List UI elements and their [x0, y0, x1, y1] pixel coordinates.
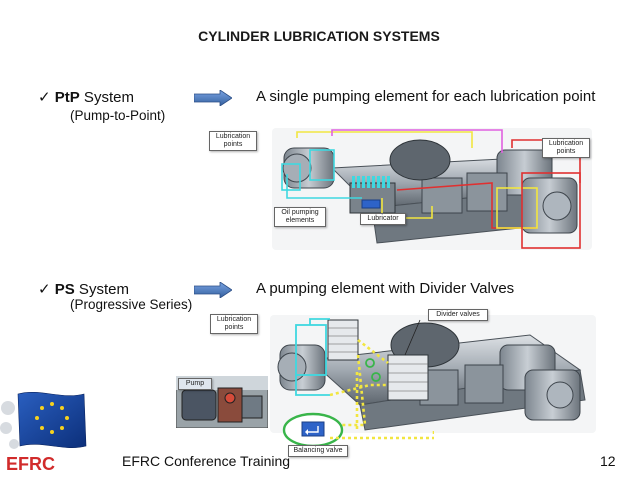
right-arrow-icon: [194, 282, 232, 298]
logo-text: EFRC: [6, 454, 55, 474]
ptp-bold: PtP: [54, 89, 80, 106]
efrc-logo: EFRC: [0, 391, 87, 474]
ptp-compressor-illustration: [272, 128, 592, 250]
ps-subtitle: (Progressive Series): [70, 297, 193, 312]
ptp-subtitle: (Pump-to-Point): [70, 108, 166, 123]
footer-text: EFRC Conference Training: [122, 453, 291, 469]
check-icon: ✓: [38, 281, 51, 298]
ps-bullet: ✓ PS System: [38, 280, 129, 298]
ptp-oil-pumping-elements-label: Oil pumping elements: [274, 207, 326, 227]
ptp-lubricator-label: Lubricator: [360, 213, 406, 225]
ps-rest: System: [74, 281, 129, 298]
ps-description: A pumping element with Divider Valves: [256, 280, 515, 297]
label-text: Lubricator: [367, 215, 399, 222]
balancing-vertical-flow-line: [355, 372, 359, 430]
pump-label: Pump: [178, 378, 212, 390]
ptp-lubrication-points-label-left: Lubrication points: [209, 131, 257, 151]
label-text: Lubrication points: [215, 133, 251, 148]
ptp-lubrication-points-label-right: Lubrication points: [542, 138, 590, 158]
ptp-description: A single pumping element for each lubric…: [256, 88, 596, 105]
balancing-flow-line: [330, 428, 434, 440]
slide-title: CYLINDER LUBRICATION SYSTEMS: [198, 28, 440, 44]
ps-lubrication-points-label: Lubrication points: [210, 314, 258, 334]
ps-compressor-illustration: [270, 315, 596, 433]
ps-bold: PS: [54, 281, 75, 298]
pump-photo: [176, 376, 268, 428]
ptp-bullet: ✓ PtP System: [38, 88, 134, 106]
label-text: Balancing valve: [293, 447, 343, 454]
label-text: Lubrication points: [548, 140, 584, 155]
right-arrow-icon: [194, 90, 232, 106]
label-text: Pump: [185, 380, 205, 387]
balancing-valve-label: Balancing valve: [288, 445, 348, 457]
label-text: Divider valves: [436, 311, 480, 318]
ptp-rest: System: [79, 89, 134, 106]
label-text: Lubrication points: [216, 316, 252, 331]
divider-valves-label: Divider valves: [428, 309, 488, 321]
page-number: 12: [600, 453, 616, 469]
label-text: Oil pumping elements: [281, 209, 319, 224]
check-icon: ✓: [38, 89, 51, 106]
